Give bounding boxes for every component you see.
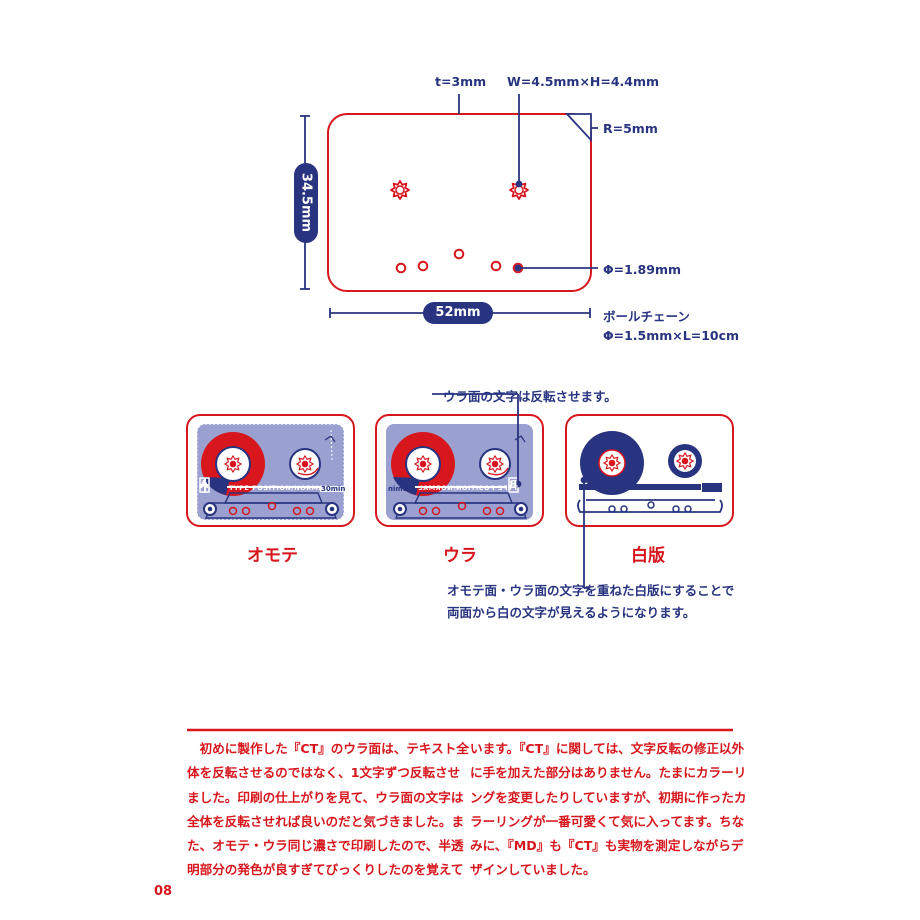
note-white-plate-line1: オモテ面・ウラ面の文字を重ねた白版にすることで xyxy=(447,583,735,598)
thickness-label: t=3mm xyxy=(435,74,487,89)
front-type-text: TYPE POSITION/NORMAL xyxy=(229,484,329,492)
height-pill xyxy=(294,163,318,243)
leader-lines xyxy=(300,94,598,318)
front-cassette xyxy=(196,423,345,521)
page-number: 08 xyxy=(154,884,173,899)
height-dimension: 34.5mm xyxy=(298,172,314,233)
hole-size-label: W=4.5mm×H=4.4mm xyxy=(507,74,660,89)
note-white-plate-line2: 両面から白の文字が見えるようになります。 xyxy=(447,605,696,620)
chain-size-label: Φ=1.5mm×L=10cm xyxy=(603,328,740,343)
small-hole-label: Φ=1.89mm xyxy=(603,262,681,277)
small-holes xyxy=(395,248,524,274)
white-plate-cassette xyxy=(577,431,723,513)
front-side-letter: A xyxy=(200,478,209,491)
back-cassette xyxy=(386,424,533,520)
back-side-letter: B xyxy=(509,478,518,491)
back-type-text: TYPE POSITION/NORMAL xyxy=(418,484,518,492)
body-text-left: 初めに製作した『CT』のウラ面は、テキスト全 体を反転させるのではなく、1文字ず… xyxy=(187,741,469,878)
callout-lines xyxy=(432,393,590,589)
panel-frames xyxy=(186,414,734,527)
back-duration-text: 30min xyxy=(388,485,413,493)
width-pill xyxy=(423,302,493,324)
cassette-outline-drawing xyxy=(327,113,592,292)
chain-name-label: ボールチェーン xyxy=(603,309,690,324)
reel-hole-left-icon xyxy=(390,180,410,200)
radius-label: R=5mm xyxy=(603,121,658,136)
back-caption: ウラ xyxy=(443,546,477,566)
white-plate-caption: 白版 xyxy=(631,546,665,566)
front-duration-text: 30min xyxy=(321,485,346,493)
body-text-right: います。『CT』に関しては、文字反転の修正以外 に手を加えた部分はありません。た… xyxy=(470,741,747,878)
note-reverse-text: ウラ面の文字は反転させます。 xyxy=(443,389,617,404)
width-dimension: 52mm xyxy=(435,305,481,320)
front-caption: オモテ xyxy=(247,546,298,566)
